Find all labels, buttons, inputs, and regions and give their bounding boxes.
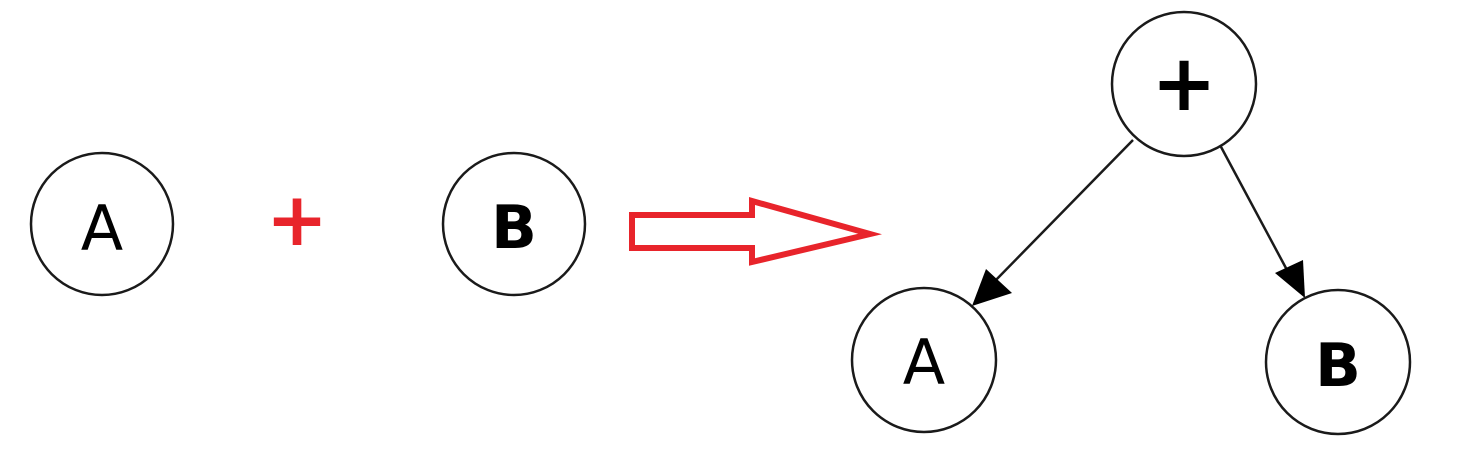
tree-edge-root-to-right (1218, 144, 1305, 298)
expression-node-a-circle (29, 151, 175, 297)
tree-node-left-circle (850, 286, 998, 434)
tree-node-right: B (1264, 288, 1412, 436)
tree-edge-root-to-left (972, 139, 1134, 306)
tree-node-right-circle (1264, 288, 1412, 436)
tree-node-root-label: + (1151, 39, 1216, 129)
tree-node-root: + (1110, 10, 1258, 158)
expression-node-b: B (441, 151, 587, 297)
tree-edge-right-line (1218, 144, 1289, 271)
expression-node-b-label: B (491, 193, 537, 263)
expression-node-b-circle (441, 151, 587, 297)
tree-node-left: A (850, 286, 998, 434)
expression-group: A + B (29, 151, 587, 297)
tree-node-root-circle (1110, 10, 1258, 158)
expression-tree: + A B (850, 10, 1412, 436)
arrowhead-right-icon (1275, 260, 1305, 298)
tree-edge-left-line (992, 139, 1134, 284)
tree-node-right-label: B (1315, 331, 1361, 401)
tree-node-left-label: A (903, 326, 945, 399)
transform-arrow (629, 197, 882, 266)
arrowhead-left-icon (972, 269, 1012, 306)
expression-node-a: A (29, 151, 175, 297)
expression-node-a-label: A (81, 192, 123, 265)
expression-operator-plus: + (266, 177, 328, 263)
